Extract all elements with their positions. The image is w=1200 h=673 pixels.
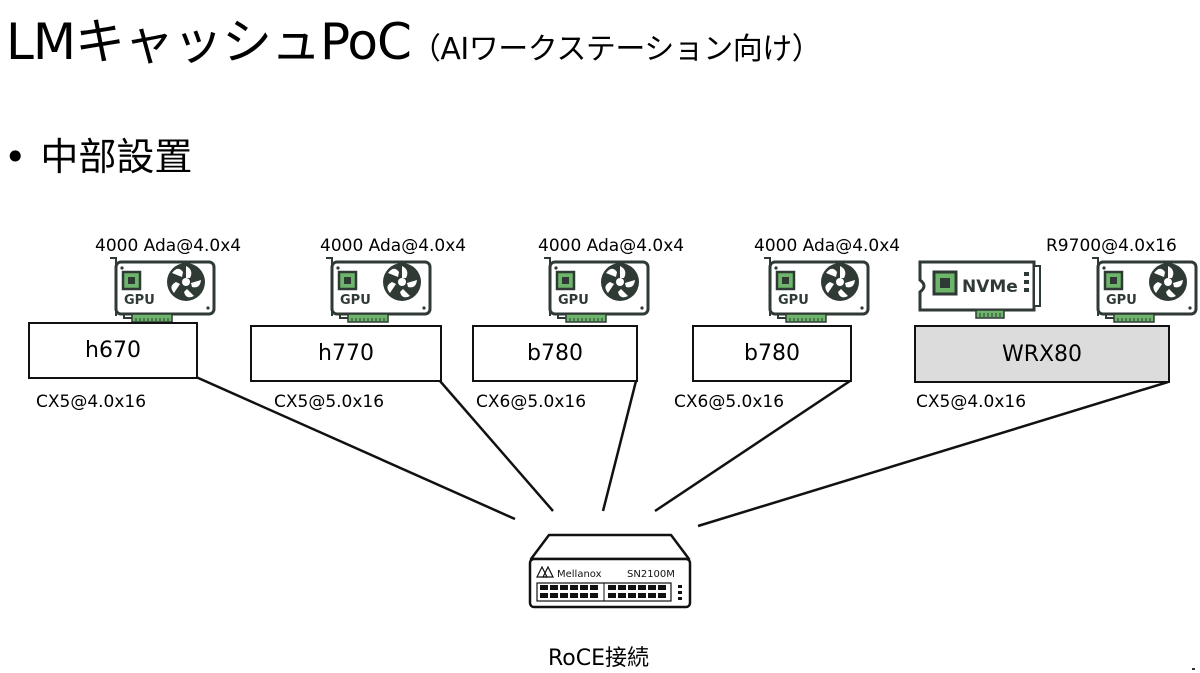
link-b780-1 — [601, 380, 638, 512]
gpu-label-h770: 4000 Ada@4.0x4 — [320, 236, 467, 256]
host-box-b780-2: b780 — [692, 325, 852, 382]
nic-label-h670: CX5@4.0x16 — [36, 392, 147, 412]
slide-title-sub: （AIワークステーション向け） — [410, 32, 822, 67]
gpu-card-icon: GPU — [108, 256, 216, 324]
bullet-item: • 中部設置 — [4, 126, 192, 181]
network-switch-icon: Mellanox SN2100M — [528, 533, 692, 609]
host-box-h770: h770 — [250, 325, 442, 382]
link-wrx80 — [697, 380, 1169, 528]
switch-brand: Mellanox — [557, 569, 602, 580]
mellanox-logo-icon — [536, 565, 554, 578]
nic-label-b780-1: CX6@5.0x16 — [476, 392, 587, 412]
gpu-text: GPU — [124, 293, 155, 308]
gpu-label-h670: 4000 Ada@4.0x4 — [95, 236, 242, 256]
gpu-text: GPU — [1106, 293, 1137, 308]
host-box-wrx80: WRX80 — [914, 325, 1170, 383]
nic-label-wrx80: CX5@4.0x16 — [916, 392, 1027, 412]
gpu-text: GPU — [558, 293, 589, 308]
gpu-label-b780-2: 4000 Ada@4.0x4 — [754, 236, 901, 256]
gpu-text: GPU — [340, 293, 371, 308]
bullet-marker: • — [4, 135, 27, 179]
nic-label-h770: CX5@5.0x16 — [274, 392, 385, 412]
switch-model: SN2100M — [627, 569, 675, 580]
nvme-card-icon: NVMe — [918, 260, 1041, 319]
switch-ports — [540, 585, 682, 600]
slide-corner-mark — [1192, 668, 1195, 670]
host-box-b780-1: b780 — [472, 325, 638, 382]
connection-label: RoCE接続 — [548, 646, 650, 671]
gpu-label-wrx80: R9700@4.0x16 — [1046, 236, 1177, 256]
gpu-card-icon: GPU — [1090, 256, 1198, 324]
slide-title-main: LMキャッシュPoC — [6, 13, 412, 71]
gpu-label-b780-1: 4000 Ada@4.0x4 — [538, 236, 685, 256]
host-box-h670: h670 — [28, 322, 198, 379]
bullet-text: 中部設置 — [40, 135, 193, 179]
gpu-card-icon: GPU — [542, 256, 650, 324]
nvme-text: NVMe — [962, 277, 1018, 297]
link-h670 — [195, 375, 516, 521]
nic-label-b780-2: CX6@5.0x16 — [674, 392, 785, 412]
gpu-card-icon: GPU — [324, 256, 432, 324]
gpu-card-icon: GPU — [762, 256, 870, 324]
link-b780-2 — [654, 379, 851, 513]
link-h770 — [439, 380, 554, 512]
gpu-text: GPU — [778, 293, 809, 308]
slide-title: LMキャッシュPoC（AIワークステーション向け） — [6, 2, 822, 74]
